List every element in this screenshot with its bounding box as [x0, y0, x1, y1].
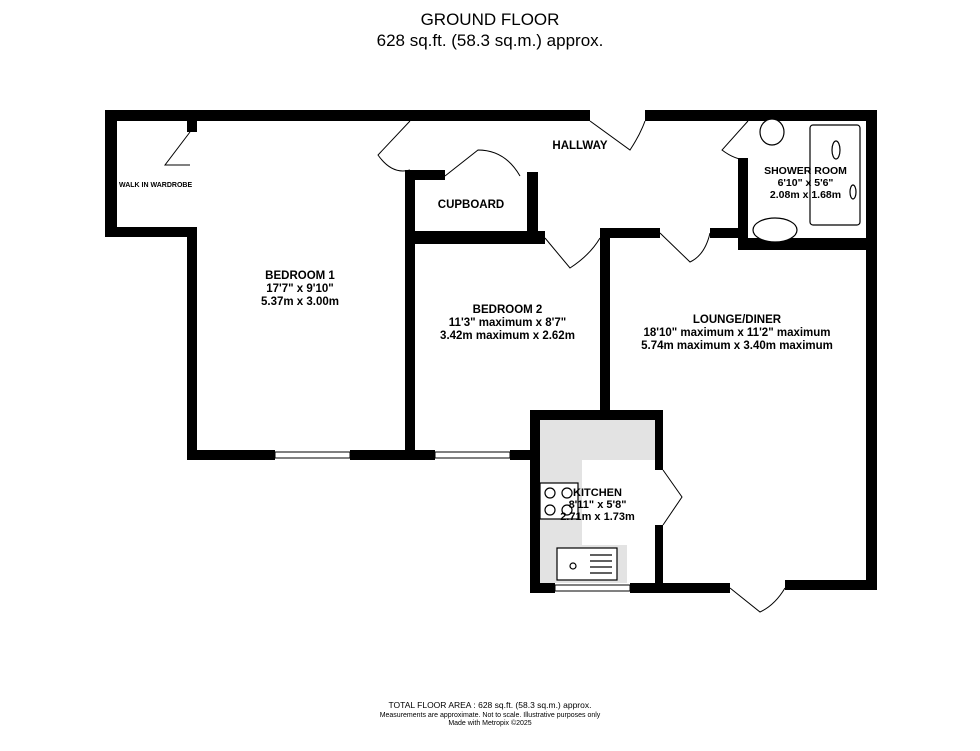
room-metric: 2.08m x 1.68m	[769, 189, 842, 201]
windows	[274, 451, 631, 592]
fixtures	[539, 118, 861, 581]
room-kitchen: KITCHEN 8'11" x 5'8" 2.71m x 1.73m	[540, 487, 655, 523]
room-metric: 5.37m x 3.00m	[260, 296, 339, 308]
made-with: Made with Metropix ©2025	[448, 720, 532, 727]
room-imperial: 6'10" x 5'6"	[777, 177, 834, 189]
room-imperial: 18'10" maximum x 11'2" maximum	[643, 327, 831, 339]
room-lounge-diner: LOUNGE/DINER 18'10" maximum x 11'2" maxi…	[608, 314, 866, 353]
doors	[163, 120, 786, 613]
room-label-hallway: HALLWAY	[552, 140, 608, 152]
room-bedroom-2: BEDROOM 2 11'3" maximum x 8'7" 3.42m max…	[405, 304, 610, 343]
walls	[105, 110, 877, 593]
room-name: LOUNGE/DINER	[692, 314, 782, 326]
room-shower: SHOWER ROOM 6'10" x 5'6" 2.08m x 1.68m	[748, 165, 863, 201]
room-metric: 2.71m x 1.73m	[560, 511, 635, 523]
disclaimer: Measurements are approximate. Not to sca…	[379, 712, 601, 719]
room-label-wardrobe: WALK IN WARDROBE	[119, 182, 193, 189]
room-name: SHOWER ROOM	[764, 165, 847, 177]
room-imperial: 8'11" x 5'8"	[568, 499, 627, 511]
floor-area: 628 sq.ft. (58.3 sq.m.) approx.	[376, 31, 604, 50]
room-bedroom-1: BEDROOM 1 17'7" x 9'10" 5.37m x 3.00m	[225, 270, 375, 309]
room-metric: 3.42m maximum x 2.62m	[440, 330, 575, 342]
room-name: KITCHEN	[573, 487, 622, 499]
room-imperial: 11'3" maximum x 8'7"	[448, 317, 567, 329]
room-metric: 5.74m maximum x 3.40m maximum	[641, 340, 833, 352]
room-name: BEDROOM 2	[472, 304, 543, 316]
room-name: BEDROOM 1	[265, 270, 335, 282]
total-floor-area: TOTAL FLOOR AREA : 628 sq.ft. (58.3 sq.m…	[388, 700, 592, 710]
room-imperial: 17'7" x 9'10"	[266, 283, 334, 295]
room-label-cupboard: CUPBOARD	[437, 199, 505, 211]
floor-title: GROUND FLOOR	[420, 10, 560, 29]
